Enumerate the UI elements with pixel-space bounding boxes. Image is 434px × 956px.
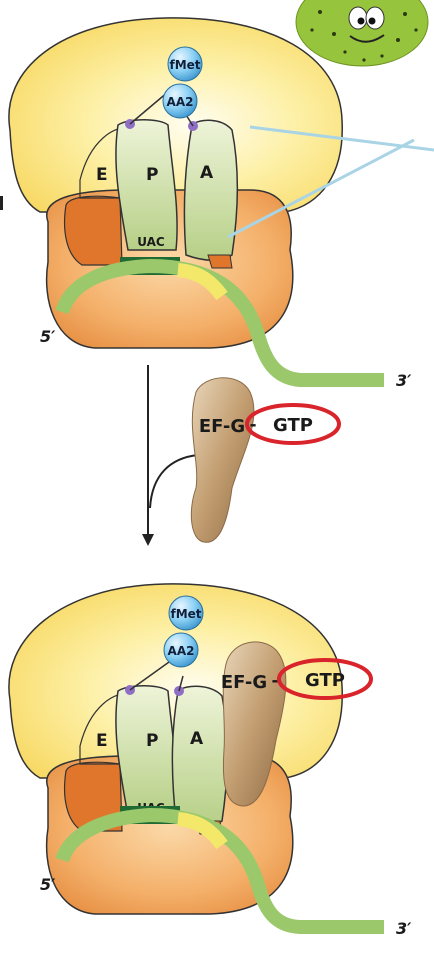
anticodon-label: UAC	[137, 235, 165, 249]
aa2-label: AA2	[167, 95, 194, 109]
five-prime-label: 5′	[40, 327, 56, 346]
bound-ef-g-factor	[222, 641, 287, 807]
five-prime-label: 5′	[40, 875, 56, 894]
free-ef-g-factor	[190, 377, 255, 543]
bacterium-mascot	[295, 0, 429, 67]
three-prime-label: 3′	[396, 371, 412, 390]
e-site-label: E	[96, 165, 108, 185]
binding-curve	[149, 454, 199, 509]
top-panel: fMet AA2 E P A UAC AUG 5′ 3′	[0, 17, 434, 390]
transition-step: EF-G - GTP	[142, 365, 341, 546]
gtp-highlight-ring	[277, 658, 373, 700]
aa2-ball	[163, 632, 199, 668]
fmet-ball	[168, 595, 204, 631]
a-site-label: A	[200, 163, 214, 183]
bound-gtp-label: GTP	[305, 670, 345, 691]
e-site-label: E	[96, 731, 108, 751]
three-prime-label: 3′	[396, 919, 412, 938]
p-site-label: P	[146, 731, 158, 751]
pointer-line-lower	[227, 138, 415, 239]
fmet-label: fMet	[169, 58, 200, 72]
fmet-ball	[167, 46, 203, 82]
aa2-ball	[162, 83, 198, 119]
bound-ef-g-dash: -	[271, 671, 278, 691]
bound-ef-g-label: EF-G	[221, 672, 267, 693]
free-ef-g-label: EF-G	[199, 416, 245, 437]
a-site-label: A	[190, 729, 204, 749]
aa2-label: AA2	[168, 644, 195, 658]
e-site-slot	[63, 195, 123, 266]
a-site-trna	[171, 685, 228, 827]
p-site-trna	[115, 119, 178, 251]
p-site-label: P	[146, 165, 158, 185]
free-ef-g-dash: -	[249, 415, 256, 435]
bottom-panel: fMet AA2 E P A UAC AUG EF-G - GTP 5′ 3′	[8, 583, 412, 938]
gtp-highlight-ring	[245, 403, 341, 445]
free-gtp-label: GTP	[273, 415, 313, 436]
fmet-label: fMet	[170, 607, 201, 621]
a-site-trna	[183, 119, 238, 261]
